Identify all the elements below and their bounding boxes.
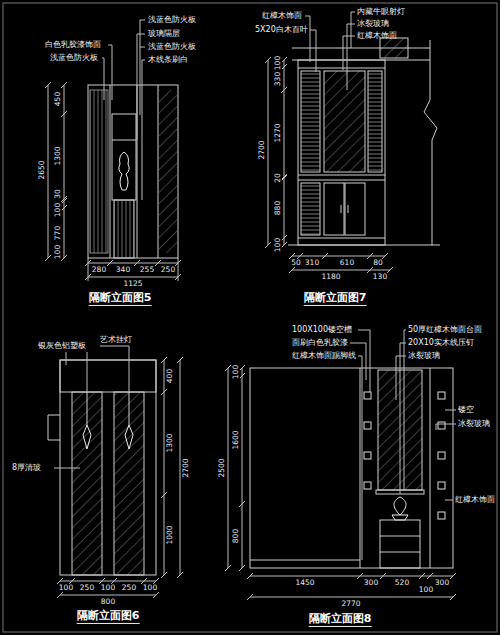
dimension-value: 100: [54, 202, 62, 218]
annotation-note: 内藏牛眼射灯: [357, 8, 405, 17]
dimension-value: 1600: [232, 429, 240, 450]
dimension-value: 100: [274, 237, 282, 253]
annotation-note: 浅蓝色防火板: [50, 54, 98, 63]
annotation-note: 玻璃隔层: [148, 30, 180, 39]
annotation-note: 面刷白色乳胶漆: [292, 339, 348, 348]
dimension-value: 100: [274, 55, 282, 71]
annotation-note: 100X100镂空槽: [292, 326, 352, 335]
dimension-value: 520: [394, 579, 410, 587]
dimension-value: 610: [339, 259, 355, 267]
annotation-note: 红樟木饰面踢脚线: [292, 352, 356, 361]
dimension-value: 280: [91, 266, 107, 274]
view-title: 隔断立面图8: [309, 613, 372, 627]
dimension-value: 800: [232, 528, 240, 544]
dimension-value: 770: [54, 225, 62, 241]
annotation-note: 银灰色铝塑板: [38, 342, 86, 351]
annotation-note: 镂空: [458, 406, 474, 415]
dimension-value: 1450: [294, 579, 315, 587]
dimension-value: 300: [363, 579, 379, 587]
view-title: 隔断立面图7: [304, 292, 367, 306]
annotation-note: 冰裂玻璃: [458, 420, 490, 429]
dimension-value: 330: [274, 71, 282, 87]
annotation-note: 红樟木饰面: [357, 32, 397, 41]
dimension-value: 450: [54, 91, 62, 107]
annotation-note: 冰裂玻璃: [357, 20, 389, 29]
dimension-value: 880: [274, 200, 282, 216]
dimension-value: 800: [100, 598, 116, 606]
dimension-value: 310: [304, 259, 320, 267]
annotation-note: 5X20白木百叶: [255, 26, 308, 35]
dimension-value: 50: [290, 259, 302, 267]
annotation-note: 浅蓝色防火板: [148, 16, 196, 25]
annotation-note: 8厚清玻: [12, 464, 41, 473]
annotation-note: 艺术挂灯: [100, 336, 132, 345]
view-title: 隔断立面图6: [77, 610, 140, 624]
dimension-value: 20: [274, 172, 282, 184]
dimension-value: 1270: [274, 122, 282, 143]
dimension-value: 1300: [166, 432, 174, 453]
dimension-value: 100: [100, 584, 116, 592]
dimension-value: 130: [372, 273, 388, 281]
dimension-value: 340: [115, 266, 131, 274]
dimension-value: 250: [121, 584, 137, 592]
dimension-value: 1125: [122, 280, 143, 288]
dimension-value: 30: [54, 188, 62, 200]
annotation-note: 20X10实木线压钉: [408, 339, 474, 348]
dimension-value: 100: [58, 584, 74, 592]
dimension-value: 80: [372, 259, 384, 267]
dimension-value: 250: [160, 266, 176, 274]
annotation-note: 冰裂玻璃: [408, 352, 440, 361]
dimension-value: 2650: [38, 159, 46, 180]
dimension-value: 2770: [340, 600, 361, 608]
annotation-note: 木线条刷白: [148, 56, 188, 65]
dimension-value: 2500: [218, 457, 226, 478]
dimension-value: 1300: [54, 145, 62, 166]
dimension-value: 250: [79, 584, 95, 592]
dimension-value: 100: [232, 364, 240, 380]
dimension-value: 100: [54, 244, 62, 260]
annotation-note: 红樟木饰面: [455, 496, 495, 505]
dimension-value: 100: [418, 586, 434, 594]
dimension-value: 255: [139, 266, 155, 274]
dimension-value: 400: [166, 368, 174, 384]
annotation-note: 浅蓝色防火板: [148, 43, 196, 52]
annotation-note: 红樟木饰面: [262, 12, 302, 21]
view-title: 隔断立面图5: [89, 292, 152, 306]
dimension-value: 2700: [258, 139, 266, 160]
dimension-value: 2700: [182, 457, 190, 478]
dimension-value: 300: [434, 579, 450, 587]
dimension-value: 1180: [320, 273, 341, 281]
dimension-value: 1000: [166, 524, 174, 545]
annotation-note: 50厚红樟木饰面台面: [408, 326, 482, 335]
annotation-note: 白色乳胶漆饰面: [45, 41, 101, 50]
dimension-value: 100: [142, 584, 158, 592]
